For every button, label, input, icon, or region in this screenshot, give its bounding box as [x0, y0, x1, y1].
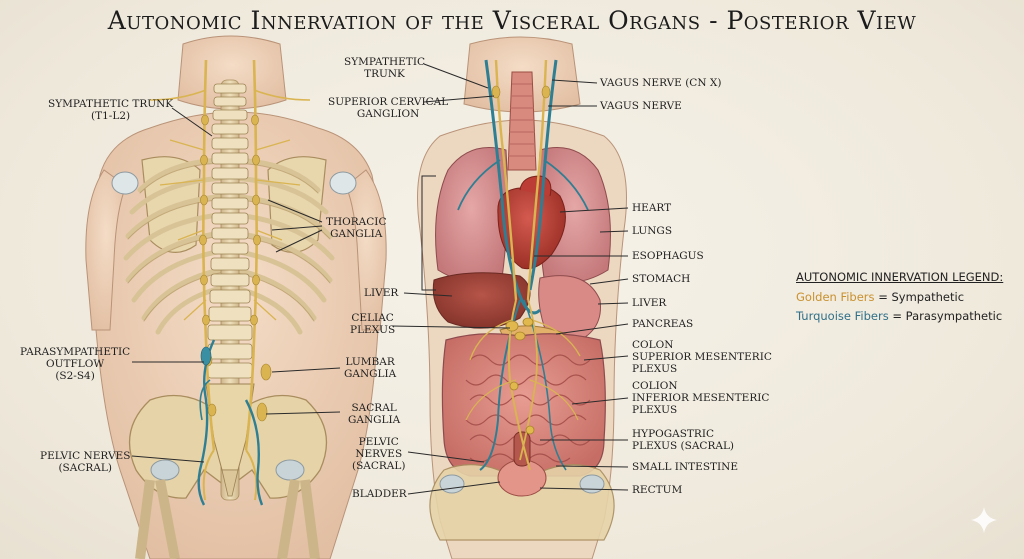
vertebral-column: [205, 79, 255, 501]
label-celiac-plexus: CeliacPlexus: [350, 312, 396, 336]
legend-parasympathetic-value: = Parasympathetic: [892, 309, 1003, 323]
legend-row-parasympathetic: Turquoise Fibers = Parasympathetic: [796, 309, 1003, 323]
label-pancreas: Pancreas: [632, 318, 694, 330]
label-rectum: Rectum: [632, 484, 683, 496]
label-vagus-nerve-cn-x: Vagus Nerve (CN X): [600, 77, 722, 89]
label-colion-inferior-mesenteric-plexus: ColionInferior MesentericPlexus: [632, 380, 770, 416]
label-bladder: Bladder: [352, 488, 407, 500]
label-heart: Heart: [632, 202, 672, 214]
center-organs-figure: [417, 36, 627, 559]
label-superior-cervical-ganglion: Superior CervicalGanglion: [328, 96, 449, 120]
label-sacral-ganglia: SacralGanglia: [348, 402, 401, 426]
diagram-title: Autonomic Innervation of the Visceral Or…: [107, 6, 917, 35]
label-parasympathetic-outflow: ParasympatheticOutflow(S2-S4): [20, 346, 131, 382]
label-lumbar-ganglia: LumbarGanglia: [344, 356, 397, 380]
label-colon-superior-mesenteric-plexus: ColonSuperior MesentericPlexus: [632, 339, 772, 375]
label-esophagus: Esophagus: [632, 250, 704, 262]
left-torso-figure: [85, 35, 387, 559]
legend-row-sympathetic: Golden Fibers = Sympathetic: [796, 290, 1003, 304]
label-hypogastric-plexus: HypogastricPlexus (Sacral): [632, 428, 735, 452]
label-lungs: Lungs: [632, 225, 673, 237]
label-pelvic-nerves-center: PelvicNerves(Sacral): [352, 436, 406, 472]
legend-sympathetic-value: = Sympathetic: [878, 290, 965, 304]
left-parasympathetic-outflow: [197, 339, 264, 506]
legend-sympathetic-key: Golden Fibers: [796, 290, 875, 304]
legend-parasympathetic-key: Turquoise Fibers: [796, 309, 889, 323]
legend-heading: Autonomic Innervation Legend:: [796, 270, 1004, 284]
leader-lines: [131, 63, 629, 495]
label-liver-right: Liver: [632, 297, 667, 309]
sparkle-icon: [971, 507, 997, 533]
label-sympathetic-trunk-center: SympatheticTrunk: [344, 56, 425, 80]
celiac-plexus-ganglia: [505, 317, 535, 435]
label-vagus-nerve: Vagus Nerve: [600, 100, 682, 112]
label-stomach: Stomach: [632, 273, 691, 285]
label-sympathetic-trunk-left: Sympathetic Trunk(T1-L2): [48, 98, 174, 122]
label-liver-left: Liver: [364, 287, 399, 299]
label-thoracic-ganglia: ThoracicGanglia: [326, 216, 387, 240]
vagus-nerves: [457, 59, 589, 471]
label-small-intestine: Small Intestine: [632, 461, 739, 473]
legend: Autonomic Innervation Legend: Golden Fib…: [796, 270, 1003, 328]
label-pelvic-nerves-left: Pelvic Nerves(Sacral): [40, 450, 131, 474]
